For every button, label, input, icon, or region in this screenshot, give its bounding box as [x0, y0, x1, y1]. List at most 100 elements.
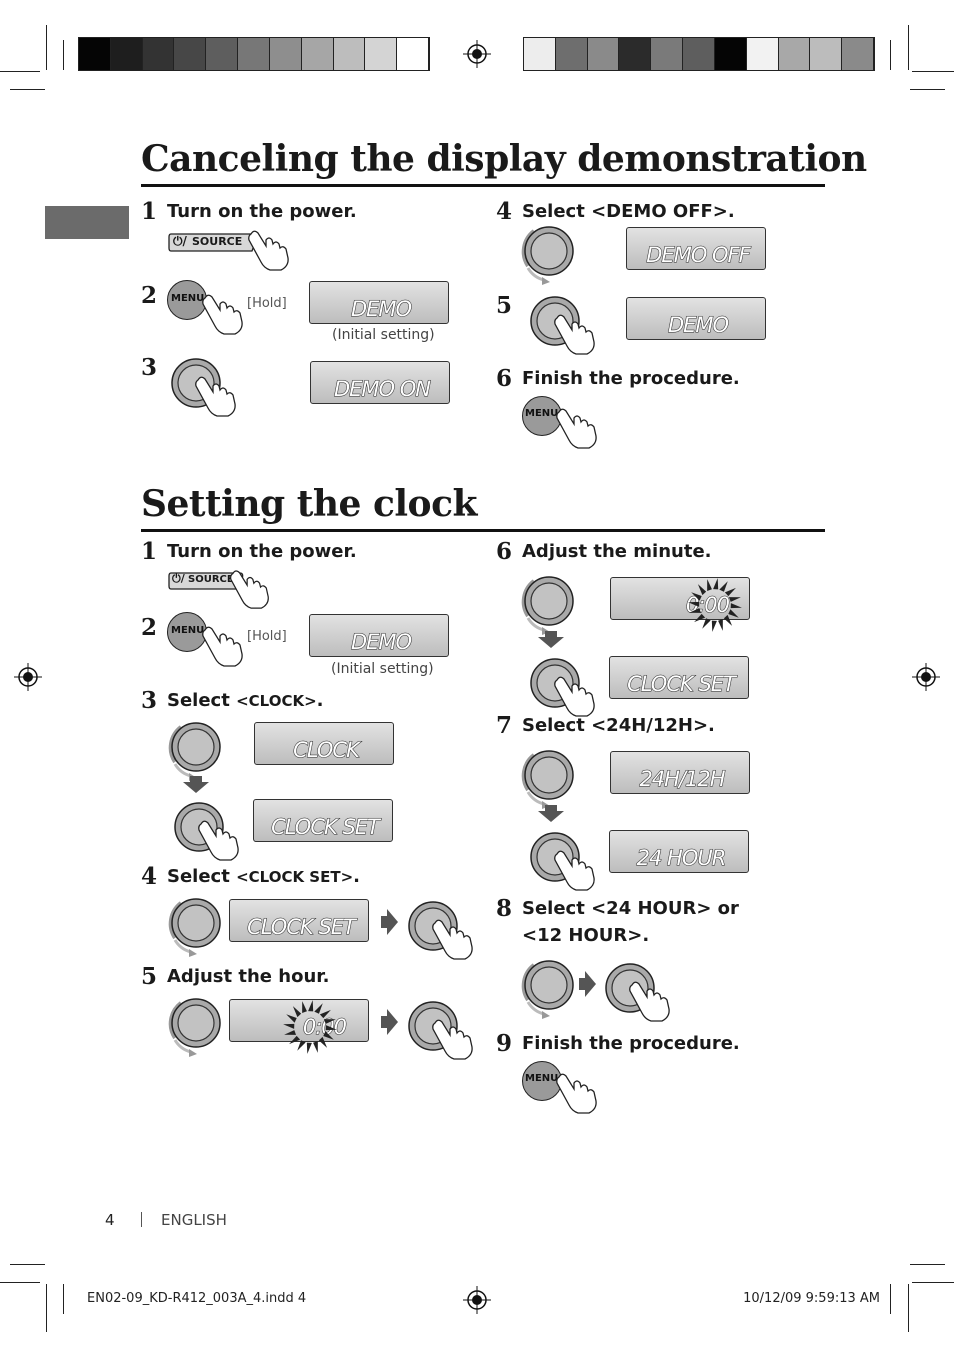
crop-mark	[912, 71, 954, 72]
menu-button[interactable]: MENU	[522, 396, 597, 449]
power-icon: ⏻/	[172, 572, 185, 585]
crop-mark	[46, 25, 47, 70]
hold-label: [Hold]	[247, 296, 287, 311]
initial-setting-caption: (Initial setting)	[331, 661, 434, 677]
step-number: 6	[496, 538, 513, 565]
step-number: 7	[496, 712, 513, 739]
step-text: Turn on the power.	[167, 201, 357, 222]
control-dial-rotate[interactable]	[520, 572, 582, 635]
control-dial[interactable]	[601, 959, 670, 1022]
registration-mark-icon	[912, 663, 940, 691]
step-number: 3	[141, 354, 158, 381]
lcd-display: CLOCK	[254, 722, 394, 765]
hand-press-icon	[432, 1019, 473, 1060]
hand-press-icon	[556, 408, 597, 449]
footer-divider	[141, 1212, 142, 1227]
hand-press-icon	[195, 376, 236, 417]
crop-mark	[10, 89, 45, 90]
step-text-main: Select	[167, 690, 237, 711]
color-swatch	[238, 38, 270, 70]
control-dial-rotate[interactable]	[167, 894, 229, 957]
color-swatch	[206, 38, 239, 70]
control-dial-rotate[interactable]	[167, 718, 229, 781]
menu-button[interactable]: MENU	[167, 612, 207, 652]
arrow-down-icon	[182, 776, 210, 798]
crop-mark	[890, 1284, 891, 1314]
step-number: 5	[141, 963, 158, 990]
step-number: 8	[496, 895, 513, 922]
crop-mark	[910, 1264, 945, 1265]
menu-button-face	[522, 1061, 562, 1101]
blink-burst-icon	[688, 578, 742, 632]
registration-mark-icon	[463, 1286, 491, 1314]
control-dial-rotate[interactable]	[167, 994, 229, 1057]
lcd-text: CLOCK	[293, 738, 361, 763]
source-label: SOURCE	[192, 235, 243, 248]
step-text: Finish the procedure.	[522, 1033, 740, 1054]
step-text: Adjust the hour.	[167, 966, 330, 987]
lcd-display: DEMO	[309, 614, 449, 657]
color-swatch	[333, 38, 366, 70]
step-text-tail: .	[353, 866, 360, 887]
control-dial[interactable]	[170, 798, 239, 861]
control-dial-rotate[interactable]	[520, 222, 582, 285]
crop-mark	[908, 1284, 909, 1332]
step-text-tail: .	[316, 690, 324, 711]
lcd-display: DEMO	[626, 297, 766, 340]
crop-mark	[0, 1282, 40, 1283]
registration-mark-icon	[463, 40, 491, 68]
section-rule	[141, 529, 825, 532]
section-title-demo: Canceling the display demonstration	[141, 138, 867, 180]
color-swatch	[714, 38, 747, 70]
blink-burst-icon	[283, 1000, 337, 1054]
control-dial[interactable]	[167, 354, 236, 417]
color-swatch	[365, 38, 398, 70]
control-dial[interactable]	[526, 654, 595, 717]
step-text: Select <CLOCK SET>.	[167, 863, 360, 891]
step-text-option: <CLOCK SET>	[236, 868, 354, 886]
crop-mark	[63, 1284, 64, 1314]
step-text-line2: <12 HOUR>.	[522, 925, 650, 946]
lcd-display: 24H/12H	[610, 751, 750, 794]
control-dial[interactable]	[404, 897, 473, 960]
step-number: 3	[141, 687, 158, 714]
control-dial[interactable]	[404, 997, 473, 1060]
color-swatch	[301, 38, 334, 70]
crop-mark	[63, 40, 64, 70]
control-dial-rotate[interactable]	[520, 956, 582, 1019]
crop-mark	[912, 1282, 954, 1283]
color-swatch	[555, 38, 588, 70]
lcd-text: 24H/12H	[639, 767, 726, 792]
color-swatch	[619, 38, 652, 70]
step-number: 1	[141, 198, 158, 225]
step-text: Finish the procedure.	[522, 368, 740, 389]
step-text: Select <24H/12H>.	[522, 715, 715, 736]
control-dial[interactable]	[526, 292, 595, 355]
hand-press-icon	[432, 919, 473, 960]
color-bar-left	[78, 37, 430, 71]
control-dial-rotate[interactable]	[520, 746, 582, 809]
color-swatch	[142, 38, 175, 70]
color-swatch	[110, 38, 143, 70]
arrow-right-icon	[579, 970, 597, 1002]
color-swatch	[397, 38, 429, 70]
power-icon: ⏻/	[173, 234, 187, 248]
step-number: 4	[496, 198, 513, 225]
menu-button[interactable]: MENU	[522, 1061, 597, 1114]
color-swatch	[587, 38, 620, 70]
hand-press-icon	[629, 981, 670, 1022]
footer-file: EN02-09_KD-R412_003A_4.indd 4	[87, 1291, 307, 1306]
lcd-text: CLOCK SET	[271, 815, 381, 840]
crop-mark	[10, 1264, 45, 1265]
menu-button[interactable]: MENU	[167, 280, 207, 320]
menu-label: MENU	[171, 625, 205, 636]
control-dial[interactable]	[526, 828, 595, 891]
arrow-right-icon	[381, 908, 399, 940]
page-number: 4	[105, 1211, 115, 1229]
color-swatch	[651, 38, 684, 70]
lcd-text: DEMO ON	[333, 377, 431, 402]
step-text: Adjust the minute.	[522, 541, 712, 562]
lcd-text: 0:00	[685, 593, 730, 618]
hand-press-icon	[202, 626, 243, 667]
source-button[interactable]: ⏻/ SOURCE	[168, 571, 246, 591]
